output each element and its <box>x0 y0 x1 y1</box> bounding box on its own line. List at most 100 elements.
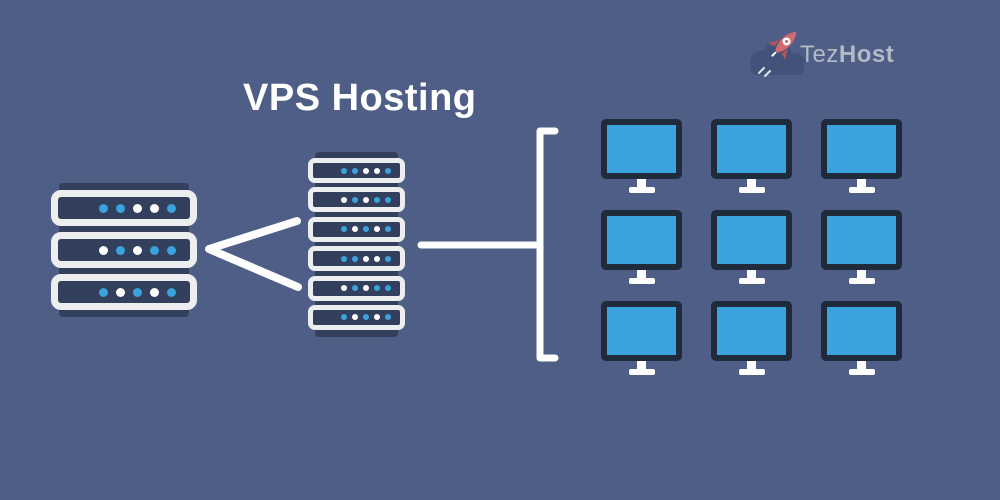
led-dot-blue <box>167 287 176 297</box>
led-dot-blue <box>385 196 391 203</box>
led-dot-blue <box>363 314 369 321</box>
client-monitor <box>711 210 792 284</box>
rocket-cloud-icon <box>750 31 805 77</box>
led-dot-blue <box>116 203 125 213</box>
server-unit <box>51 274 197 310</box>
monitor-stand-neck <box>747 179 756 187</box>
led-dot-white <box>116 287 125 297</box>
led-dot-blue <box>133 287 142 297</box>
monitor-stand-base <box>628 369 655 375</box>
client-monitor <box>601 119 682 193</box>
client-monitor <box>821 301 902 375</box>
led-dots <box>313 281 400 296</box>
monitor-stand-base <box>738 187 765 193</box>
led-dots <box>313 222 400 237</box>
led-dots <box>313 251 400 266</box>
server-unit <box>308 246 405 272</box>
led-dot-white <box>341 196 347 203</box>
led-dot-white <box>363 167 369 174</box>
monitor-screen <box>821 119 902 179</box>
monitor-stand-neck <box>747 270 756 278</box>
monitor-stand-base <box>628 278 655 284</box>
server-unit <box>51 190 197 226</box>
led-dots <box>58 197 190 219</box>
led-dot-blue <box>341 255 347 262</box>
led-dot-blue <box>167 245 176 255</box>
led-dot-blue <box>352 285 358 292</box>
led-dot-blue <box>341 167 347 174</box>
monitor-stand-neck <box>857 179 866 187</box>
led-dots <box>58 239 190 261</box>
led-dot-blue <box>374 196 380 203</box>
led-dot-white <box>363 285 369 292</box>
led-dot-blue <box>352 255 358 262</box>
vps-server-stack <box>308 158 405 330</box>
led-dot-blue <box>385 314 391 321</box>
monitor-screen <box>711 210 792 270</box>
led-dot-blue <box>99 203 108 213</box>
monitor-screen <box>601 301 682 361</box>
led-dot-white <box>374 314 380 321</box>
logo-wordmark: TezHost <box>800 41 894 69</box>
server-unit <box>308 216 405 242</box>
led-dot-white <box>374 255 380 262</box>
client-monitor <box>821 119 902 193</box>
logo-text-tez: Tez <box>800 41 839 68</box>
monitor-stand-base <box>738 369 765 375</box>
led-dot-blue <box>374 285 380 292</box>
client-monitor <box>711 301 792 375</box>
led-dot-blue <box>341 226 347 233</box>
monitor-stand-neck <box>637 179 646 187</box>
server-unit <box>308 158 405 183</box>
merge-chevron-line <box>205 217 302 291</box>
client-monitor <box>601 301 682 375</box>
tezhost-logo: TezHost <box>744 20 894 82</box>
led-dot-white <box>352 226 358 233</box>
led-dot-blue <box>385 255 391 262</box>
led-dot-blue <box>167 203 176 213</box>
page-title: VPS Hosting <box>243 77 477 119</box>
led-dot-blue <box>385 285 391 292</box>
led-dot-blue <box>99 287 108 297</box>
monitor-screen <box>711 301 792 361</box>
logo-text-host: Host <box>838 41 895 68</box>
led-dot-white <box>374 226 380 233</box>
monitor-screen <box>601 119 682 179</box>
monitor-screen <box>601 210 682 270</box>
monitor-stand-base <box>848 278 875 284</box>
led-dot-blue <box>150 245 159 255</box>
led-dots <box>313 310 400 325</box>
led-dot-white <box>150 287 159 297</box>
clients-bracket <box>536 127 559 362</box>
client-monitor <box>601 210 682 284</box>
monitor-screen <box>711 119 792 179</box>
monitor-stand-base <box>738 278 765 284</box>
led-dot-white <box>341 285 347 292</box>
led-dot-white <box>99 245 108 255</box>
server-unit <box>51 232 197 268</box>
led-dots <box>313 163 400 178</box>
monitor-stand-neck <box>857 361 866 369</box>
client-monitor <box>711 119 792 193</box>
monitor-screen <box>821 210 902 270</box>
monitor-stand-base <box>848 369 875 375</box>
led-dots <box>58 281 190 303</box>
led-dot-blue <box>352 167 358 174</box>
led-dot-blue <box>385 226 391 233</box>
led-dot-blue <box>363 226 369 233</box>
monitor-stand-base <box>628 187 655 193</box>
monitor-stand-neck <box>857 270 866 278</box>
monitor-screen <box>821 301 902 361</box>
led-dot-blue <box>385 167 391 174</box>
monitor-stand-neck <box>747 361 756 369</box>
led-dot-white <box>363 255 369 262</box>
monitor-stand-neck <box>637 361 646 369</box>
led-dot-white <box>374 167 380 174</box>
server-unit <box>308 187 405 213</box>
client-monitor <box>821 210 902 284</box>
led-dot-blue <box>341 314 347 321</box>
server-unit <box>308 304 405 330</box>
led-dot-blue <box>116 245 125 255</box>
led-dots <box>313 192 400 207</box>
